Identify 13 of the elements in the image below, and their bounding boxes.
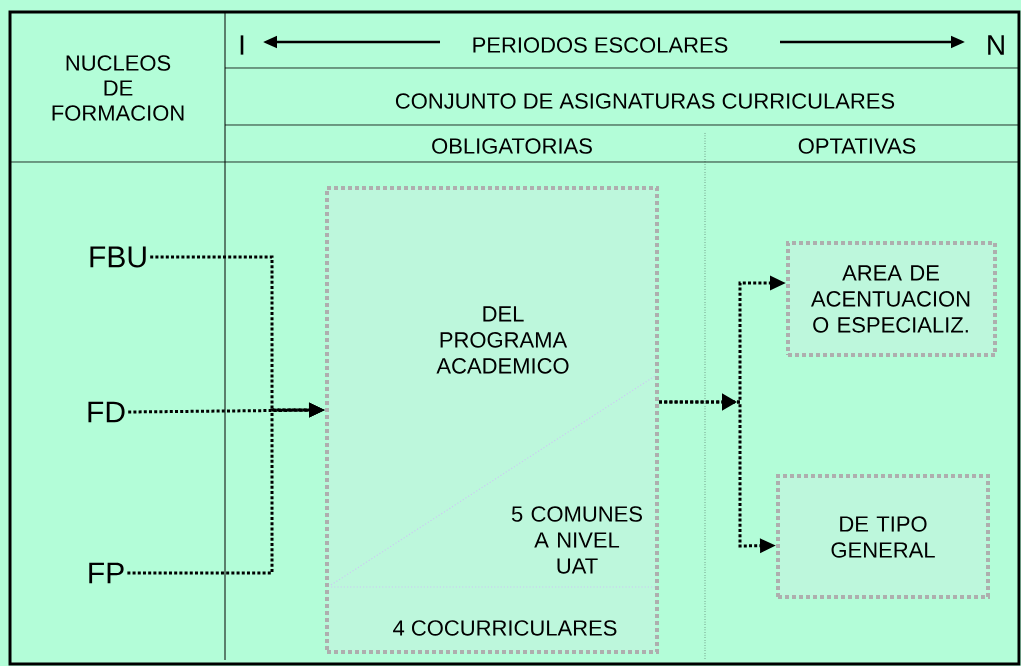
course-box: DE TIPO GENERAL bbox=[776, 474, 990, 599]
period-label: I bbox=[240, 35, 244, 55]
period-label: N bbox=[988, 35, 1004, 55]
header-text: PERIODOS ESCOLARES bbox=[473, 37, 728, 53]
column-heading: OPTATIVAS bbox=[798, 138, 916, 154]
node-label: FP bbox=[89, 562, 124, 584]
header-text: CONJUNTO DE ASIGNATURAS CURRICULARES bbox=[395, 93, 895, 109]
node-label: FD bbox=[88, 401, 125, 423]
course-box: AREA DE ACENTUACION O ESPECIALIZ. bbox=[786, 241, 997, 357]
column-heading: OBLIGATORIAS bbox=[432, 138, 592, 154]
node-label: FBU bbox=[90, 246, 146, 268]
program-box: DEL PROGRAMA ACADEMICO 5 COMUNES A NIVEL UAT 4 COCURRICULARES bbox=[325, 186, 659, 654]
column-heading: NUCLEOS DE FORMACION bbox=[52, 55, 184, 121]
